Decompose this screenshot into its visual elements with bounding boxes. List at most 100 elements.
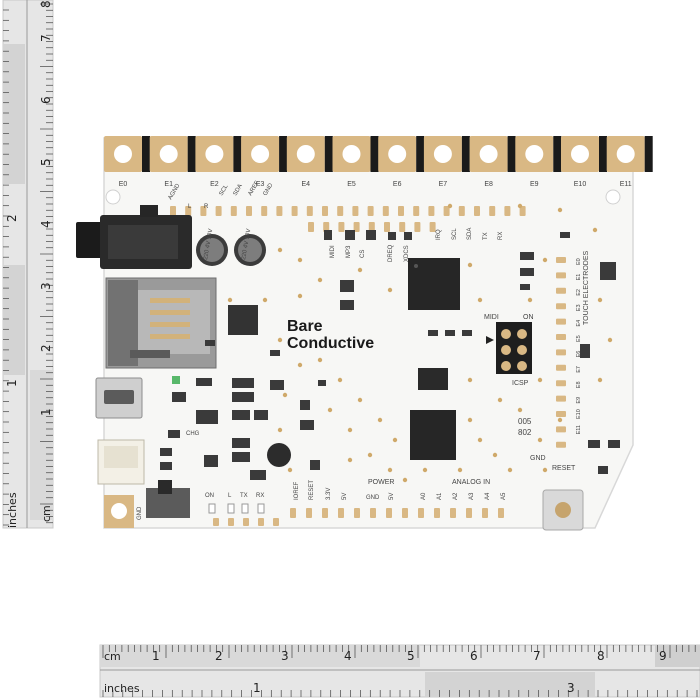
side-pin xyxy=(556,303,566,310)
label-dreq: DREQ xyxy=(388,244,394,262)
top-pin xyxy=(382,206,389,216)
electrode-pad-e11 xyxy=(606,136,653,172)
electrode-label-e0: E0 xyxy=(119,181,128,188)
side-label-e0: E0 xyxy=(576,258,582,265)
bottom-pin xyxy=(370,508,376,518)
pin-label-r: R xyxy=(204,204,209,210)
via xyxy=(517,203,523,209)
top-pin xyxy=(200,206,207,216)
bottom-pin xyxy=(386,508,392,518)
smd-part xyxy=(232,410,250,420)
via xyxy=(227,297,233,303)
left-ruler-cm-6: 6 xyxy=(39,96,53,104)
top-pin xyxy=(306,206,313,216)
pin-label-5v: 5V xyxy=(342,493,348,500)
left-ruler-inch-label: inches xyxy=(6,492,19,528)
label-tx: TX xyxy=(483,232,489,240)
top-pin xyxy=(474,206,480,216)
via xyxy=(537,377,543,383)
touch-electrode-header xyxy=(556,257,566,448)
pin-label-a0: A0 xyxy=(421,492,427,500)
electrode-pad-e1 xyxy=(149,136,196,172)
side-pin xyxy=(556,334,566,340)
led-tx xyxy=(241,503,249,514)
smd-part xyxy=(345,230,355,240)
via xyxy=(297,293,303,299)
via xyxy=(537,437,543,443)
bottom-ruler-cm-label: cm xyxy=(104,650,121,663)
side-pin xyxy=(556,380,566,387)
pin-label-3v3: 3.3V xyxy=(326,488,332,500)
left-ruler-cm-3: 3 xyxy=(39,282,53,290)
smd-part xyxy=(445,330,455,336)
pin-label-a4: A4 xyxy=(485,492,491,500)
top-pin xyxy=(428,206,435,216)
side-label-e9: E9 xyxy=(576,397,582,404)
logo-line-2: Conductive xyxy=(287,335,374,352)
microcontroller-chip xyxy=(408,258,460,310)
power-label: POWER xyxy=(368,479,394,486)
label-rx: RX xyxy=(498,232,504,240)
led-label-on: ON xyxy=(205,493,214,499)
bottom-pin xyxy=(322,508,328,518)
smd-part xyxy=(580,344,590,358)
icsp-pin xyxy=(517,329,527,339)
top-pin xyxy=(413,206,420,216)
pin-label-scl: SCL xyxy=(219,183,230,197)
top-pin-header xyxy=(170,206,526,232)
smd-part xyxy=(160,448,172,456)
via xyxy=(347,457,353,463)
via xyxy=(347,427,353,433)
touch-electrodes-title: TOUCH ELECTRODES xyxy=(583,251,590,325)
mounting-hole-top-left xyxy=(105,189,121,205)
bottom-ruler: cm inches 1 2 3 4 5 6 7 8 9 1 3 xyxy=(99,644,700,698)
smd-part xyxy=(205,340,215,346)
top-pin xyxy=(291,206,298,216)
top-pin xyxy=(352,206,359,216)
bottom-pin xyxy=(466,508,472,518)
side-label-e11: E11 xyxy=(576,425,582,434)
bottom-ruler-cm-1: 1 xyxy=(152,649,160,663)
smd-part xyxy=(250,470,266,480)
left-ruler-ticks xyxy=(3,3,53,526)
bottom-pin xyxy=(418,508,424,518)
crystal-oscillator xyxy=(418,368,448,390)
smd-part xyxy=(160,462,172,470)
logo-line-1: Bare xyxy=(287,318,323,335)
top-pin xyxy=(185,206,192,216)
inductor xyxy=(267,443,291,467)
via xyxy=(497,397,503,403)
top-pin-inner xyxy=(368,222,375,232)
side-label-e2: E2 xyxy=(576,289,582,296)
electrode-pad-e6 xyxy=(378,136,425,172)
side-label-e4: E4 xyxy=(576,320,582,327)
top-pin-inner xyxy=(338,222,345,232)
top-pin xyxy=(170,206,176,216)
label-mp3: MP3 xyxy=(346,245,352,258)
left-ruler-cm-7: 7 xyxy=(39,34,53,42)
electrode-pads xyxy=(104,136,653,172)
smd-part xyxy=(340,280,354,292)
led-label-tx: TX xyxy=(240,493,248,499)
side-pin xyxy=(556,287,566,294)
icsp-pin xyxy=(517,361,527,371)
icsp-pin xyxy=(517,345,527,355)
side-label-e3: E3 xyxy=(576,304,582,311)
electrode-label-e3: E3 xyxy=(256,181,265,188)
top-pin xyxy=(322,206,328,216)
pin-label-a2: A2 xyxy=(453,492,459,500)
via xyxy=(287,467,293,473)
label-cs: CS xyxy=(360,250,366,258)
smd-part xyxy=(310,460,320,470)
electrode-label-e8: E8 xyxy=(484,181,493,188)
bottom-ruler-cm-9: 9 xyxy=(659,649,667,663)
via xyxy=(392,437,398,443)
bottom-pin xyxy=(450,508,456,518)
via xyxy=(557,417,563,423)
via xyxy=(607,337,613,343)
micro-usb-port xyxy=(95,377,143,419)
via xyxy=(402,477,408,483)
bottom-pin-small xyxy=(258,518,264,526)
serial-top: 005 xyxy=(518,417,532,426)
